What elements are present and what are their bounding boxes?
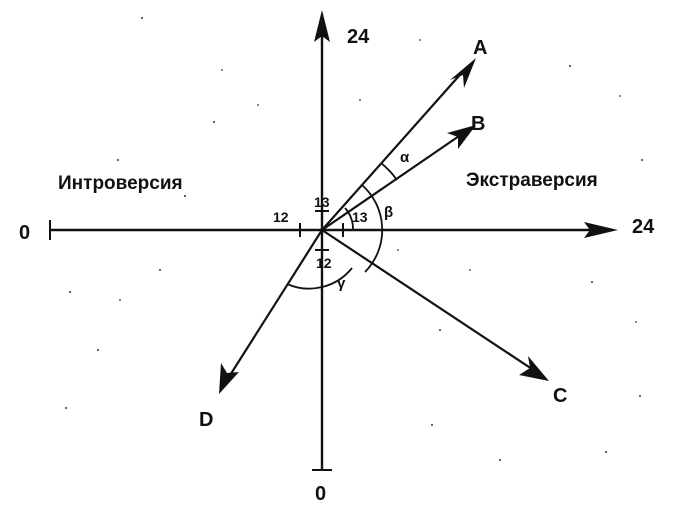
angle-gamma-arc bbox=[286, 267, 353, 290]
vector-d-label: D bbox=[199, 409, 213, 431]
angle-beta-arc-outer bbox=[361, 184, 384, 273]
angle-alpha-label: α bbox=[400, 149, 410, 166]
horizontal-axis-max-label: 24 bbox=[632, 216, 655, 238]
tick-right-label: 13 bbox=[352, 209, 368, 225]
horizontal-axis-arrowhead bbox=[584, 222, 618, 238]
tick-top-label: 13 bbox=[314, 194, 330, 210]
vector-c-arrowhead bbox=[519, 356, 549, 381]
tick-left-label: 12 bbox=[273, 209, 289, 225]
tick-bottom-label: 12 bbox=[316, 255, 332, 271]
introversion-label: Интроверсия bbox=[58, 173, 183, 194]
angle-gamma-label: γ bbox=[337, 275, 346, 292]
vector-b-label: B bbox=[471, 113, 485, 135]
vector-b-line bbox=[321, 133, 463, 231]
extraversion-label: Экстраверсия bbox=[466, 170, 598, 191]
vector-c-line bbox=[321, 229, 536, 372]
angle-alpha-arc bbox=[380, 162, 398, 181]
vector-a-arrowhead bbox=[450, 58, 476, 88]
horizontal-axis-min-label: 0 bbox=[19, 222, 30, 244]
angle-beta-arc-inner bbox=[344, 207, 354, 231]
vector-b-arrowhead bbox=[447, 125, 476, 149]
vector-a-label: A bbox=[473, 37, 487, 59]
scan-speckles bbox=[65, 17, 643, 461]
vector-a-line bbox=[321, 67, 467, 231]
vertical-axis-min-label: 0 bbox=[315, 483, 326, 505]
vector-d-arrowhead bbox=[219, 363, 239, 394]
vector-d-line bbox=[226, 229, 323, 381]
vector-c-label: C bbox=[553, 385, 567, 407]
angle-beta-label: β bbox=[384, 204, 393, 221]
vertical-axis-arrowhead bbox=[314, 10, 330, 42]
vertical-axis-max-label: 24 bbox=[347, 26, 370, 48]
